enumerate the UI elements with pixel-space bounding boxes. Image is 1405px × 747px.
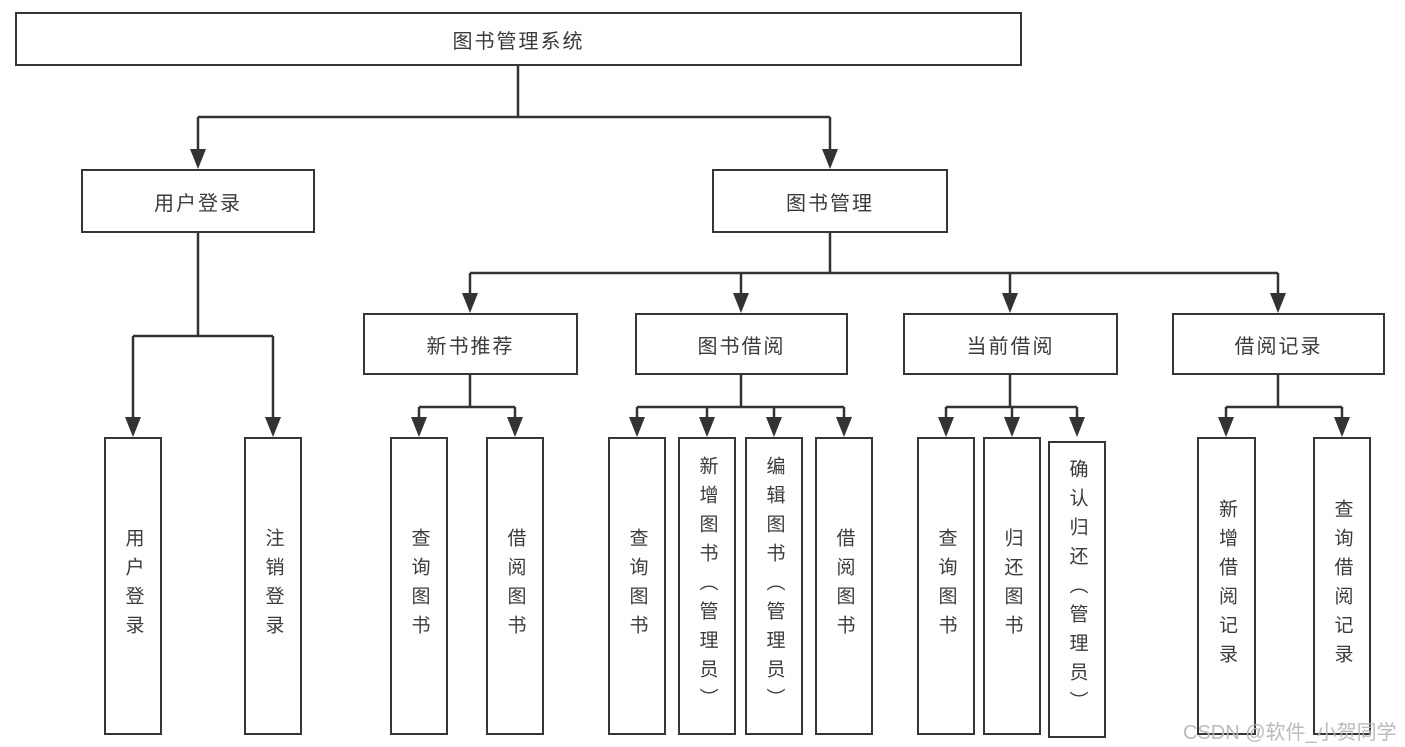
leaf-borrow-books-borrowing-label: 借阅图书 bbox=[833, 528, 855, 644]
leaf-add-borrow-record: 新增借阅记录 bbox=[1197, 437, 1256, 735]
leaf-add-borrow-record-label: 新增借阅记录 bbox=[1216, 499, 1237, 673]
leaf-borrow-books-recommend-label: 借阅图书 bbox=[504, 528, 526, 644]
node-book-management: 图书管理 bbox=[712, 169, 948, 233]
leaf-query-books-recommend-label: 查询图书 bbox=[408, 528, 430, 644]
leaf-return-books-label: 归还图书 bbox=[1001, 528, 1023, 644]
csdn-watermark: CSDN @软件_小贺同学 bbox=[1183, 722, 1397, 744]
leaf-query-borrow-record-label: 查询借阅记录 bbox=[1331, 499, 1353, 673]
leaf-confirm-return-admin-label: 确认归还（管理员） bbox=[1066, 459, 1088, 720]
leaf-query-borrow-record: 查询借阅记录 bbox=[1313, 437, 1371, 735]
leaf-query-books-current-label: 查询图书 bbox=[935, 528, 957, 644]
leaf-logout-label: 注销登录 bbox=[262, 528, 284, 644]
leaf-add-book-admin-label: 新增图书（管理员） bbox=[696, 455, 718, 717]
leaf-user-login-label: 用户登录 bbox=[122, 528, 144, 644]
leaf-logout: 注销登录 bbox=[244, 437, 302, 735]
node-book-management-label: 图书管理 bbox=[786, 192, 874, 215]
leaf-add-book-admin: 新增图书（管理员） bbox=[678, 437, 736, 735]
node-root-label: 图书管理系统 bbox=[452, 30, 585, 53]
node-current-borrowing-label: 当前借阅 bbox=[966, 335, 1055, 358]
leaf-query-books-borrowing: 查询图书 bbox=[608, 437, 666, 735]
leaf-borrow-books-recommend: 借阅图书 bbox=[486, 437, 544, 735]
leaf-return-books: 归还图书 bbox=[983, 437, 1041, 735]
leaf-confirm-return-admin: 确认归还（管理员） bbox=[1048, 441, 1106, 738]
leaf-query-books-current: 查询图书 bbox=[917, 437, 975, 735]
node-user-login-label: 用户登录 bbox=[154, 192, 242, 215]
leaf-query-books-recommend: 查询图书 bbox=[390, 437, 448, 735]
leaf-user-login: 用户登录 bbox=[104, 437, 162, 735]
node-root: 图书管理系统 bbox=[15, 12, 1022, 66]
node-new-book-recommendation: 新书推荐 bbox=[363, 313, 578, 375]
node-book-borrowing-label: 图书借阅 bbox=[697, 335, 786, 358]
leaf-borrow-books-borrowing: 借阅图书 bbox=[815, 437, 873, 735]
node-borrow-records-label: 借阅记录 bbox=[1234, 335, 1323, 358]
node-book-borrowing: 图书借阅 bbox=[635, 313, 848, 375]
node-user-login: 用户登录 bbox=[81, 169, 315, 233]
node-current-borrowing: 当前借阅 bbox=[903, 313, 1118, 375]
node-borrow-records: 借阅记录 bbox=[1172, 313, 1385, 375]
leaf-edit-book-admin: 编辑图书（管理员） bbox=[745, 437, 803, 735]
leaf-query-books-borrowing-label: 查询图书 bbox=[626, 528, 648, 644]
node-new-book-recommendation-label: 新书推荐 bbox=[426, 335, 515, 358]
leaf-edit-book-admin-label: 编辑图书（管理员） bbox=[763, 455, 785, 717]
